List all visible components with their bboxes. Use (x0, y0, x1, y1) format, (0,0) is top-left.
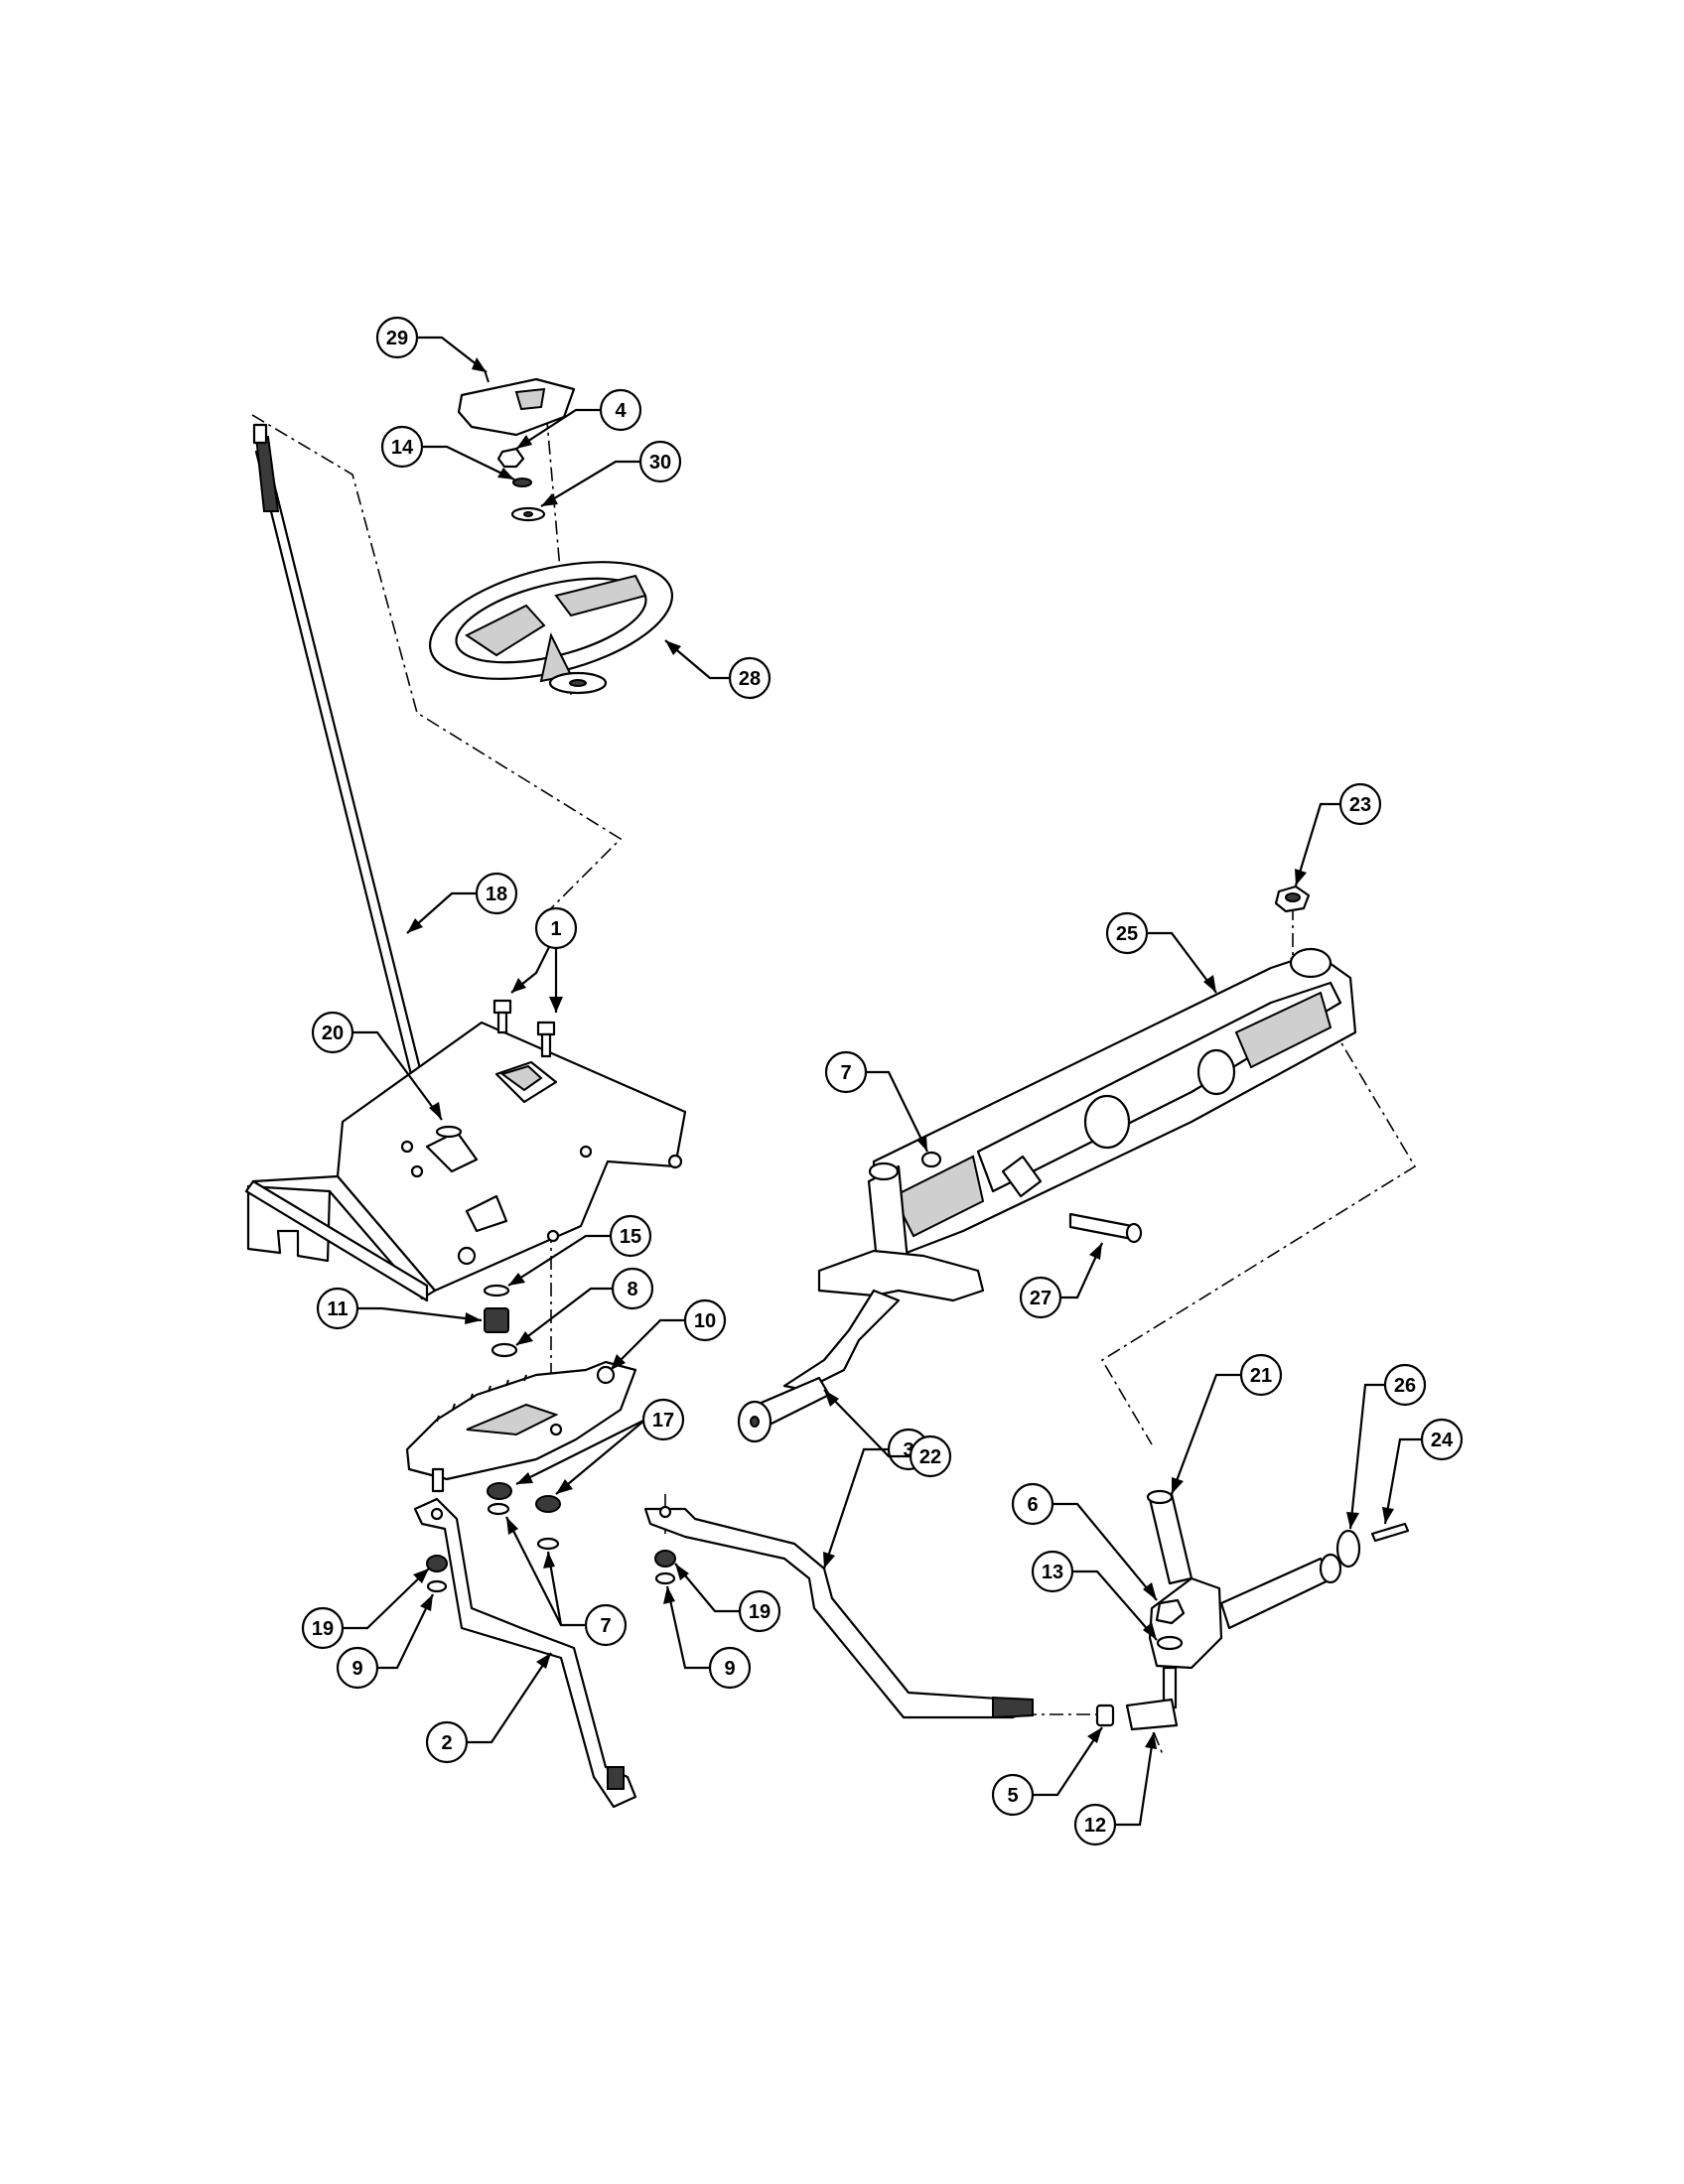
callout-label: 28 (739, 668, 761, 690)
callout-25: 25 (1105, 911, 1217, 994)
callout-21: 21 (1170, 1353, 1283, 1495)
tie-rod-nut (1095, 1704, 1115, 1727)
spacer (491, 1342, 518, 1358)
flange-nut-right (535, 1495, 561, 1513)
front-axle (817, 947, 1357, 1302)
steering-wheel (428, 561, 674, 695)
callout-label: 5 (1007, 1785, 1018, 1807)
callout-7-right: 7 (824, 1050, 928, 1153)
steering-support-plate (244, 1021, 687, 1302)
steering-wheel-cap (457, 369, 576, 437)
callout-30: 30 (540, 440, 682, 507)
callout-22: 22 (823, 1389, 952, 1478)
callout-10: 10 (610, 1298, 727, 1371)
washer-26 (1335, 1529, 1361, 1569)
callout-label: 4 (615, 400, 627, 422)
spindle-washer (1156, 1635, 1184, 1651)
callout-label: 12 (1084, 1815, 1106, 1837)
callout-4: 4 (515, 388, 642, 450)
callout-19-right: 19 (674, 1563, 781, 1633)
callout-label: 2 (441, 1732, 452, 1754)
callout-7-left: 7 (505, 1516, 628, 1647)
flange-nut-left (487, 1482, 512, 1500)
callout-23: 23 (1294, 782, 1382, 887)
callout-label: 19 (749, 1601, 771, 1623)
pivot-bolt (1068, 1212, 1143, 1244)
spindle-nut (1155, 1598, 1186, 1625)
callout-label: 30 (649, 452, 671, 474)
callout-12: 12 (1073, 1731, 1157, 1846)
callout-label: 21 (1250, 1365, 1272, 1387)
bolt-left (492, 999, 512, 1034)
callout-label: 15 (620, 1226, 641, 1248)
callout-label: 11 (327, 1298, 348, 1320)
callout-label: 29 (386, 328, 408, 349)
axle-nut (920, 1151, 942, 1168)
callout-1: 1 (510, 906, 578, 1013)
washer-right (536, 1537, 560, 1551)
callout-26: 26 (1346, 1363, 1427, 1530)
callout-label: 22 (919, 1446, 941, 1468)
callout-9-right: 9 (663, 1585, 752, 1690)
callout-17: 17 (515, 1398, 685, 1495)
bolt-right (536, 1021, 556, 1058)
callout-label: 20 (322, 1023, 344, 1044)
callout-9-left: 9 (336, 1593, 434, 1690)
washer-left (487, 1502, 510, 1516)
callout-29: 29 (375, 316, 488, 373)
pinion-gear (484, 1307, 509, 1333)
spindle-left (737, 1289, 901, 1443)
nut-left-link (426, 1555, 448, 1593)
nut-right-link (654, 1550, 676, 1585)
tie-rod-end (1125, 1698, 1179, 1731)
callout-13: 13 (1031, 1550, 1158, 1641)
flange-nut-top (1274, 885, 1311, 913)
callout-24: 24 (1382, 1418, 1464, 1525)
callout-label: 1 (550, 918, 561, 940)
callout-label: 27 (1030, 1288, 1052, 1309)
callout-label: 7 (840, 1062, 851, 1084)
lock-washer (512, 478, 532, 487)
shaft-washer-upper (435, 1125, 463, 1139)
callout-label: 9 (351, 1658, 362, 1680)
callout-14: 14 (380, 425, 515, 480)
callout-label: 10 (694, 1310, 716, 1332)
flat-washer (510, 506, 546, 522)
callout-label: 19 (312, 1618, 334, 1640)
drag-link-left (413, 1497, 637, 1809)
callout-label: 26 (1394, 1375, 1416, 1397)
callout-11: 11 (316, 1287, 483, 1330)
callout-label: 8 (627, 1279, 637, 1300)
callout-2: 2 (425, 1652, 552, 1764)
callout-label: 13 (1042, 1562, 1063, 1583)
drag-link-right (643, 1505, 1034, 1719)
cotter-pin (1370, 1522, 1410, 1543)
sector-gear (405, 1360, 637, 1493)
callout-label: 24 (1431, 1430, 1454, 1451)
callout-label: 3 (903, 1439, 913, 1461)
callout-label: 9 (724, 1658, 735, 1680)
callout-label: 6 (1027, 1494, 1038, 1516)
callout-label: 18 (486, 884, 507, 905)
callout-19-left: 19 (301, 1568, 430, 1650)
callout-label: 14 (391, 437, 414, 459)
hex-nut (496, 447, 525, 469)
callout-label: 23 (1349, 794, 1371, 816)
callout-20: 20 (311, 1011, 443, 1121)
shaft-washer-lower (483, 1284, 510, 1297)
callout-27: 27 (1019, 1242, 1104, 1319)
callout-label: 25 (1116, 923, 1138, 945)
callout-18: 18 (406, 872, 518, 934)
callout-6: 6 (1011, 1482, 1158, 1601)
callout-5: 5 (991, 1726, 1103, 1817)
callout-15: 15 (507, 1214, 652, 1287)
callout-28: 28 (664, 639, 772, 700)
callout-label: 7 (600, 1615, 611, 1637)
callout-8: 8 (515, 1267, 654, 1346)
spindle-right (1146, 1489, 1342, 1709)
callout-label: 17 (652, 1410, 674, 1432)
